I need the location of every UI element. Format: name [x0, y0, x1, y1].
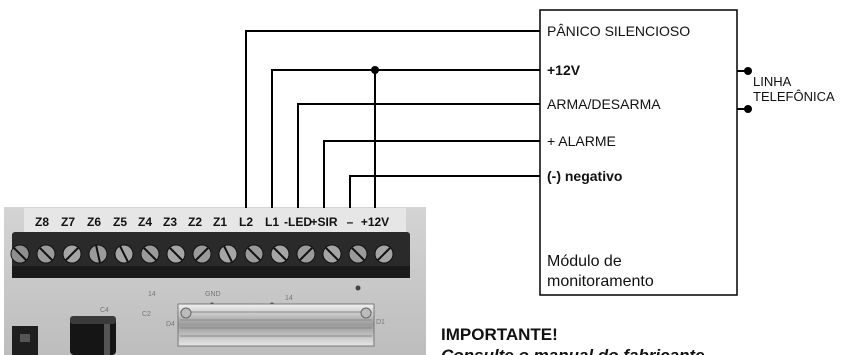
pcb-components: 14 GND 14 D4 C4 C2 D1 [12, 285, 385, 355]
screw-z8b [36, 244, 56, 264]
phone-line-label-2: TELEFÔNICA [753, 89, 835, 104]
screw-sir [322, 244, 342, 264]
junction-dot [371, 66, 379, 74]
silk-label-5: C4 [100, 307, 109, 314]
screw-z2 [192, 244, 212, 264]
terminal-label-negative: – [347, 215, 354, 229]
screw-12v [374, 244, 394, 264]
wire-negative-to-negativo [349, 175, 540, 208]
silk-label-6: C2 [142, 311, 151, 318]
phone-terminal-dot-1 [744, 67, 752, 75]
alarm-board-photo: Z8 Z7 Z6 Z5 Z4 Z3 Z2 Z1 L2 L1 -LED +SIR … [4, 207, 426, 355]
terminal-label-led: -LED [284, 215, 312, 229]
wire-sir-to-alarme [323, 140, 540, 208]
module-input-alarme: + ALARME [547, 133, 616, 149]
heatsink [177, 303, 375, 347]
terminal-label-z5: Z5 [113, 215, 127, 229]
silk-label-1: 14 [148, 291, 156, 298]
notice-text: Consulte o manual do fabricante [441, 346, 705, 355]
phone-line-label-1: LINHA [753, 74, 792, 89]
module-input-12v: +12V [547, 62, 581, 78]
silk-label-2: GND [205, 291, 221, 298]
terminal-labels: Z8 Z7 Z6 Z5 Z4 Z3 Z2 Z1 L2 L1 -LED +SIR … [35, 215, 389, 229]
terminal-label-z7: Z7 [61, 215, 75, 229]
wire-led-to-arma [297, 103, 540, 208]
silk-label-7: D1 [376, 319, 385, 326]
module-box [539, 9, 738, 296]
screw-z4 [140, 244, 160, 264]
screw-z6 [88, 244, 108, 264]
module-title-line1: Módulo de [547, 253, 622, 270]
terminal-label-12v: +12V [361, 215, 389, 229]
terminal-label-l1: L1 [265, 215, 279, 229]
terminal-label-z8: Z8 [35, 215, 49, 229]
solder-point [355, 285, 361, 291]
connector-jack-slot [20, 334, 30, 342]
screw-z7 [62, 244, 82, 264]
module-input-panico: PÂNICO SILENCIOSO [547, 23, 690, 39]
monitoring-module: PÂNICO SILENCIOSO +12V ARMA/DESARMA + AL… [539, 9, 738, 296]
capacitor-top [70, 316, 116, 324]
screw-z1 [218, 244, 238, 264]
module-input-arma: ARMA/DESARMA [547, 96, 661, 112]
terminal-label-sir: +SIR [310, 215, 337, 229]
terminal-label-z2: Z2 [188, 215, 202, 229]
wire-l1-to-12v [271, 69, 540, 208]
phone-line-label: LINHA TELEFÔNICA [753, 74, 835, 104]
screw-z3 [166, 244, 186, 264]
notice-title: IMPORTANTE! [441, 325, 558, 344]
module-title-line2: monitoramento [547, 273, 654, 290]
terminal-label-l2: L2 [239, 215, 253, 229]
module-input-negativo: (-) negativo [547, 168, 622, 184]
wire-l2-to-panico [245, 30, 540, 208]
heatsink-screw [180, 307, 192, 319]
screw-negative [348, 244, 368, 264]
terminal-block-base [12, 266, 410, 278]
silk-label-4: D4 [166, 321, 175, 328]
terminal-screws [10, 244, 394, 264]
screw-z5 [114, 244, 134, 264]
screw-l2 [244, 244, 264, 264]
terminal-label-z3: Z3 [163, 215, 177, 229]
phone-terminal-dot-2 [744, 105, 752, 113]
heatsink-fins [180, 311, 372, 337]
capacitor-stripe [104, 324, 110, 355]
silk-label-3: 14 [285, 295, 293, 302]
important-notice: IMPORTANTE! Consulte o manual do fabrica… [441, 325, 705, 355]
heatsink-screw [360, 307, 372, 319]
screw-l1 [270, 244, 290, 264]
terminal-label-strip [24, 208, 406, 232]
screw-z8 [10, 244, 30, 264]
terminal-label-z1: Z1 [213, 215, 227, 229]
terminal-label-z4: Z4 [138, 215, 152, 229]
screw-led [296, 244, 316, 264]
terminal-label-z6: Z6 [87, 215, 101, 229]
